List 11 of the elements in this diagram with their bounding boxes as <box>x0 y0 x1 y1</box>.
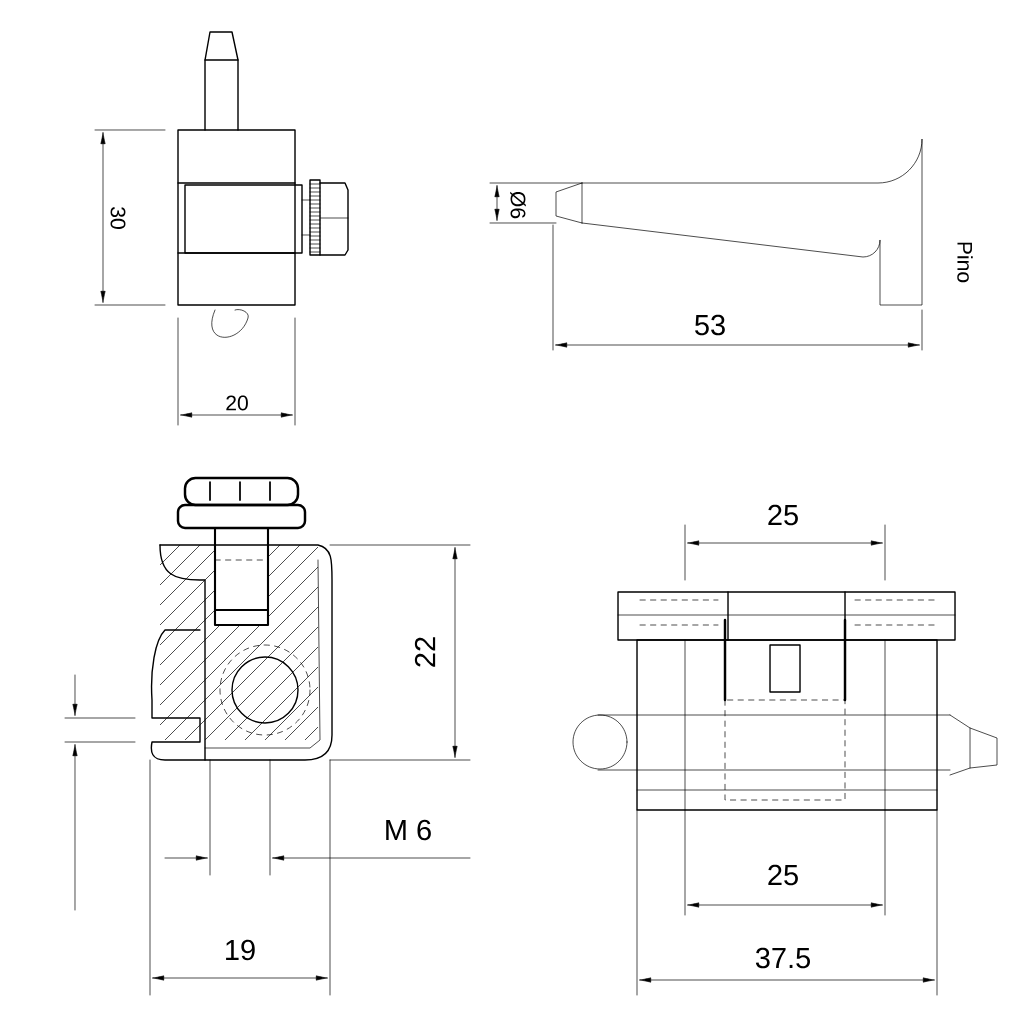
dimension-label: Ø6 <box>510 191 526 219</box>
dimension-label: 20 <box>226 395 248 411</box>
dimension-label: 22 <box>414 637 436 667</box>
dimension-label: 37.5 <box>755 947 810 969</box>
dimension-label: 25 <box>768 864 798 886</box>
dimension-label: M 6 <box>386 819 431 841</box>
dimension-label: 30 <box>110 207 126 229</box>
dimension-label: 25 <box>768 504 798 526</box>
dimension-label: Pino <box>957 242 973 283</box>
dimension-label: 19 <box>226 939 255 961</box>
dimension-label: 53 <box>695 314 725 336</box>
